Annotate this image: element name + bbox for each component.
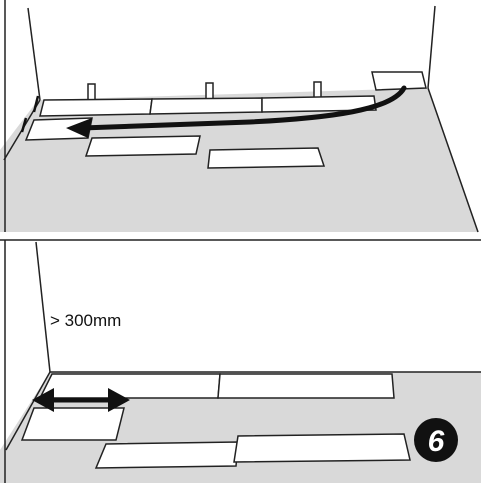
row-board-1: [39, 98, 153, 117]
step-badge: [414, 418, 458, 462]
spacer-1: [87, 83, 96, 101]
bottom-wall-corner: [35, 241, 51, 373]
bottom-row-board-2: [217, 373, 395, 399]
bottom-row-board-1: [38, 373, 221, 399]
bottom-panel: > 300mm 6: [0, 240, 481, 483]
offset-arrow-left-head: [32, 388, 54, 412]
bottom-second-row: [20, 407, 411, 469]
bottom-loose-board-1: [94, 441, 239, 469]
spacer-3: [313, 81, 322, 99]
first-row: [39, 95, 377, 117]
loose-board-1: [84, 135, 201, 157]
spacer-2: [205, 82, 214, 100]
top-panel: [0, 0, 479, 233]
step-badge-number: 6: [428, 425, 445, 458]
corner-marks: [20, 95, 40, 133]
top-wall-right-corner: [427, 5, 436, 89]
move-arrow-head: [66, 118, 92, 138]
offset-arrow-right-head: [108, 388, 130, 412]
loose-board-2: [207, 147, 326, 169]
bottom-loose-board-2: [233, 433, 411, 463]
cut-piece-right: [371, 71, 427, 91]
move-arrow-path: [79, 85, 407, 131]
top-wall-left-corner: [27, 7, 41, 101]
bottom-first-row: [38, 373, 395, 399]
row-board-3: [261, 95, 377, 113]
bottom-floor-left-edge: [5, 371, 51, 451]
offset-label: > 300mm: [50, 311, 121, 330]
top-floor-right-edge: [427, 87, 479, 233]
row-board-2: [149, 97, 263, 115]
bottom-offset-board: [20, 407, 125, 441]
